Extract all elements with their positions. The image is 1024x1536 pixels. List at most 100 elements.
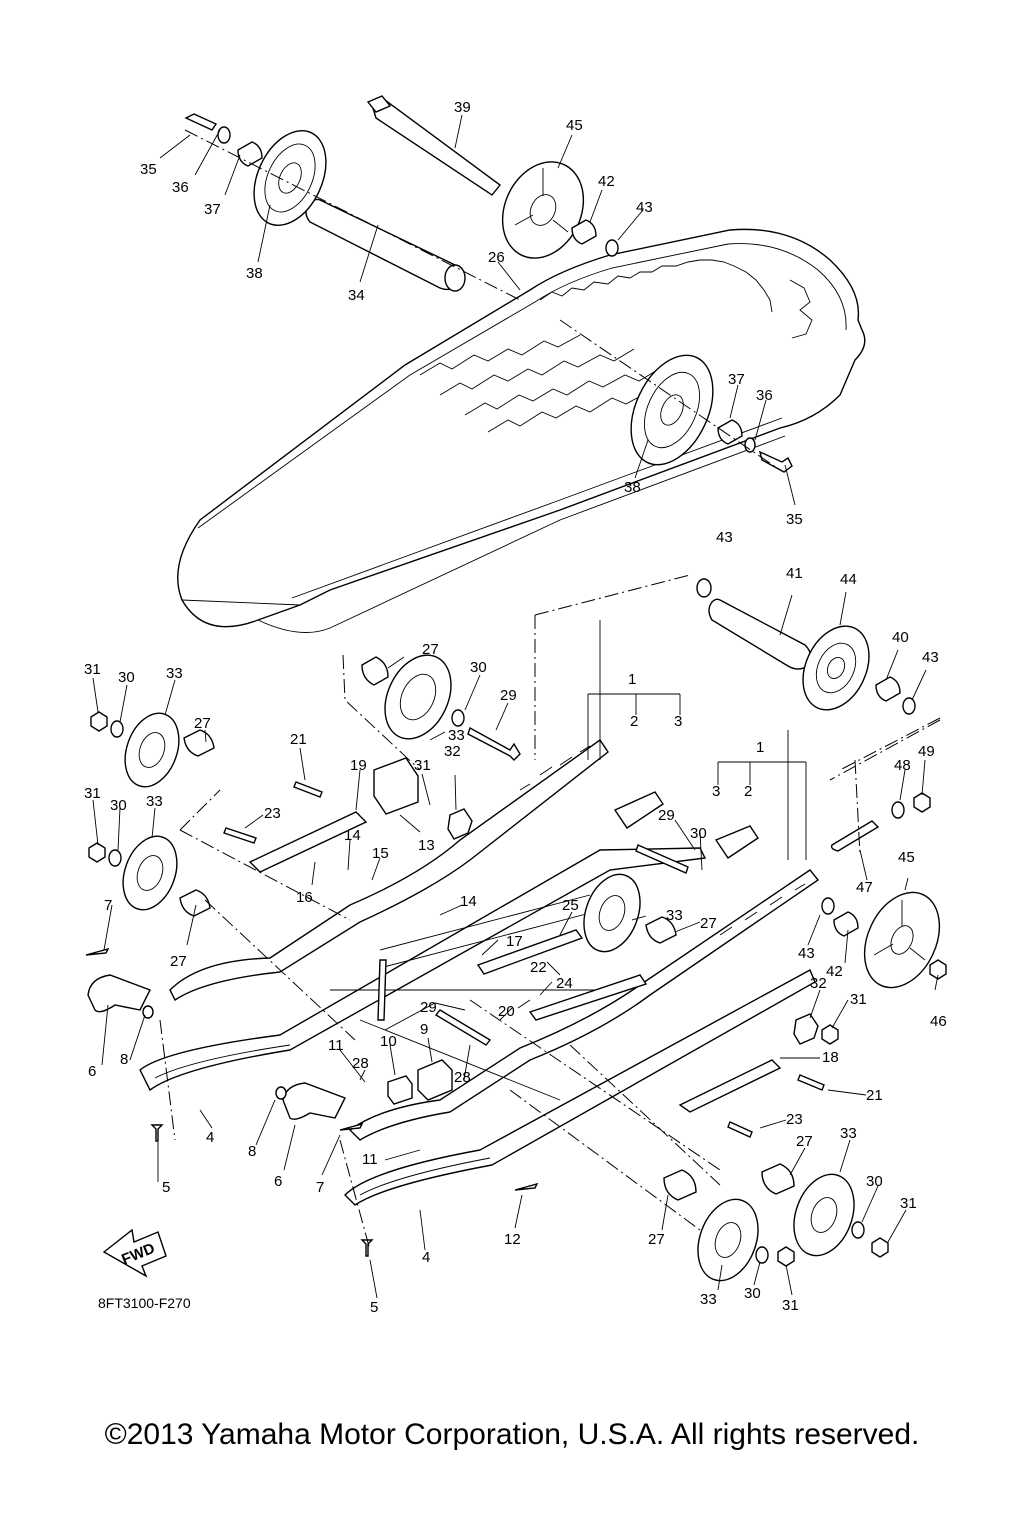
callout-27a: 27: [422, 641, 439, 658]
callout-40: 40: [892, 629, 909, 646]
callout-21a: 21: [290, 731, 307, 748]
callout-34: 34: [348, 287, 365, 304]
callout-46: 46: [930, 1013, 947, 1030]
callout-33a: 33: [448, 727, 465, 744]
callout-42b: 42: [826, 963, 843, 980]
callout-22: 22: [530, 959, 547, 976]
callout-35b: 35: [786, 511, 803, 528]
callout-16: 16: [296, 889, 313, 906]
callout-4a: 4: [206, 1129, 214, 1146]
callout-30b: 30: [118, 669, 135, 686]
callout-5a: 5: [162, 1179, 170, 1196]
callout-6a: 6: [88, 1063, 96, 1080]
callout-33e: 33: [840, 1125, 857, 1142]
callout-14a: 14: [344, 827, 361, 844]
callout-27f: 27: [648, 1231, 665, 1248]
callout-33f: 33: [700, 1291, 717, 1308]
callout-43d: 43: [798, 945, 815, 962]
callout-31e: 31: [900, 1195, 917, 1212]
callout-27b: 27: [194, 715, 211, 732]
callout-48: 48: [894, 757, 911, 774]
callout-43c: 43: [922, 649, 939, 666]
callout-47: 47: [856, 879, 873, 896]
callout-32a: 32: [444, 743, 461, 760]
upper-idler-assembly: [534, 574, 941, 771]
callout-43b: 43: [716, 529, 733, 546]
callout-45b: 45: [898, 849, 915, 866]
callout-31d: 31: [850, 991, 867, 1008]
callout-2b: 2: [744, 783, 752, 800]
callout-8a: 8: [120, 1051, 128, 1068]
callout-29c: 29: [420, 999, 437, 1016]
callout-31c: 31: [84, 785, 101, 802]
callout-11a: 11: [328, 1037, 344, 1054]
callout-11b: 11: [362, 1151, 378, 1168]
callout-29b: 29: [658, 807, 675, 824]
callout-33b: 33: [166, 665, 183, 682]
callout-26: 26: [488, 249, 505, 266]
callout-45a: 45: [566, 117, 583, 134]
callout-29a: 29: [500, 687, 517, 704]
callout-28a: 28: [352, 1055, 369, 1072]
callout-39: 39: [454, 99, 471, 116]
callout-23b: 23: [786, 1111, 803, 1128]
callout-38b: 38: [624, 479, 641, 496]
callout-7a: 7: [104, 897, 112, 914]
callout-10: 10: [380, 1033, 397, 1050]
callout-12: 12: [504, 1231, 521, 1248]
callout-30d: 30: [690, 825, 707, 842]
callout-27e: 27: [796, 1133, 813, 1150]
callout-28b: 28: [454, 1069, 471, 1086]
callout-8b: 8: [248, 1143, 256, 1160]
callout-14b: 14: [460, 893, 477, 910]
callout-19: 19: [350, 757, 367, 774]
callout-31f: 31: [782, 1297, 799, 1314]
callout-7b: 7: [316, 1179, 324, 1196]
callout-43a: 43: [636, 199, 653, 216]
callout-30c: 30: [110, 797, 127, 814]
callout-23a: 23: [264, 805, 281, 822]
callout-9: 9: [420, 1021, 428, 1038]
callout-21b: 21: [866, 1087, 883, 1104]
callout-15: 15: [372, 845, 389, 862]
callout-27c: 27: [700, 915, 717, 932]
callout-2a: 2: [630, 713, 638, 730]
callout-30e: 30: [866, 1173, 883, 1190]
callout-1a: 1: [628, 671, 636, 688]
callout-13: 13: [418, 837, 435, 854]
callout-labels: 39 45 42 43 26 35 36 37 38 34 37 36 38 3…: [84, 99, 947, 1316]
callout-31b: 31: [414, 757, 431, 774]
callout-33d: 33: [666, 907, 683, 924]
callout-38a: 38: [246, 265, 263, 282]
callout-44: 44: [840, 571, 857, 588]
callout-18: 18: [822, 1049, 839, 1066]
callout-36b: 36: [756, 387, 773, 404]
callout-25: 25: [562, 897, 579, 914]
callout-4b: 4: [422, 1249, 430, 1266]
idler-wheels: [85, 654, 947, 1282]
callout-6b: 6: [274, 1173, 282, 1190]
figure-code: 8FT3100-F270: [98, 1295, 191, 1311]
leader-lines: [92, 114, 939, 1299]
callout-41: 41: [786, 565, 803, 582]
callout-49: 49: [918, 743, 935, 760]
callout-36a: 36: [172, 179, 189, 196]
callout-35a: 35: [140, 161, 157, 178]
slide-rail-frame: [87, 739, 820, 1206]
copyright-notice: ©2013 Yamaha Motor Corporation, U.S.A. A…: [104, 1418, 920, 1451]
callout-20: 20: [498, 1003, 515, 1020]
callout-37b: 37: [728, 371, 745, 388]
callout-3a: 3: [674, 713, 682, 730]
fwd-arrow: FWD: [102, 1228, 167, 1278]
bracket-group-lines: [587, 620, 807, 860]
callout-24: 24: [556, 975, 573, 992]
callout-32b: 32: [810, 975, 827, 992]
track-belt: [177, 228, 866, 633]
callout-30a: 30: [470, 659, 487, 676]
callout-5b: 5: [370, 1299, 378, 1316]
callout-33c: 33: [146, 793, 163, 810]
callout-37a: 37: [204, 201, 221, 218]
callout-30f: 30: [744, 1285, 761, 1302]
callout-27d: 27: [170, 953, 187, 970]
